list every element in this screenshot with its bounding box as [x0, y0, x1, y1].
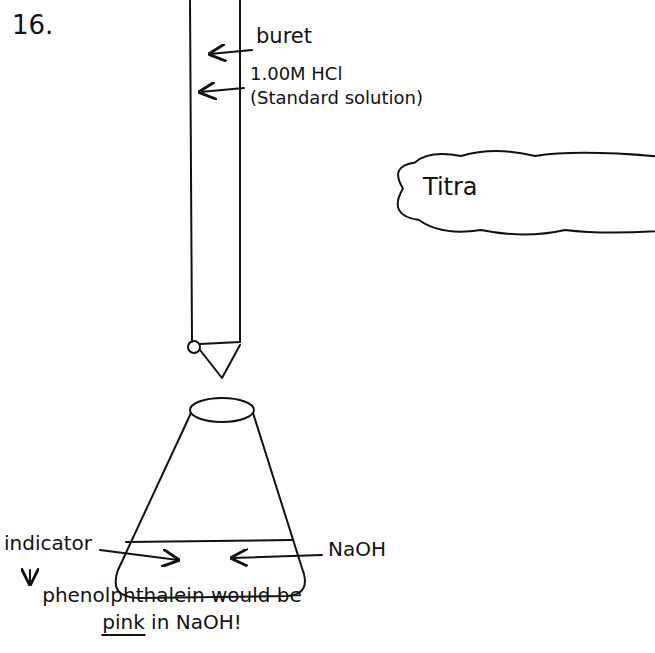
part-label: buret	[256, 22, 312, 50]
part-label: 1.00M HCl (Standard solution)	[250, 62, 435, 111]
buret-wall	[190, 0, 192, 342]
cloud-outline	[398, 151, 655, 235]
leader-arrow	[200, 88, 244, 92]
buret-bottom	[200, 342, 240, 344]
leader-arrow	[210, 50, 252, 54]
leader-arrow	[29, 570, 31, 584]
cloud-bubble: Titra	[385, 148, 655, 238]
flask-body	[116, 413, 305, 598]
stopcock	[188, 341, 200, 353]
bubble-text: Titra	[423, 173, 655, 201]
flask-mouth	[190, 398, 254, 422]
liquid-level	[126, 540, 292, 542]
part-label: NaOH	[328, 536, 386, 563]
underline	[102, 634, 145, 636]
note: phenolphthalein would be pink in NaOH!	[22, 582, 322, 636]
buret-tip	[200, 345, 240, 378]
leader-arrow	[232, 555, 322, 558]
callout-number: 16.	[12, 8, 53, 43]
leader-arrow	[100, 550, 178, 560]
part-label: indicator	[4, 530, 92, 557]
